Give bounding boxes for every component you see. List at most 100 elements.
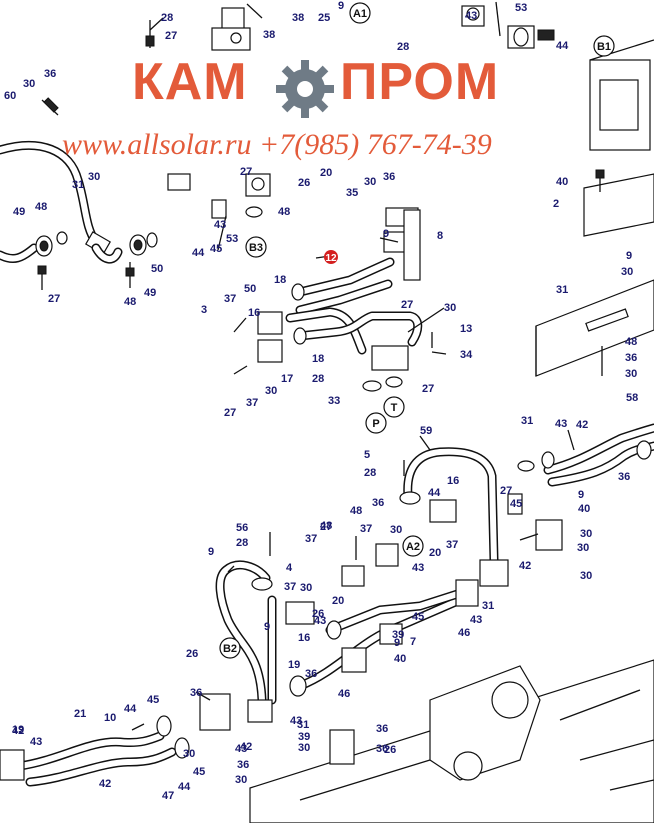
callout-number: 20 [332, 595, 344, 607]
callout-number: 37 [446, 539, 458, 551]
callout-number: 6 [0, 0, 6, 3]
callout-number: 48 [320, 520, 332, 532]
brand-logo-left: КАМ [132, 53, 248, 111]
callout-number: 2 [553, 198, 559, 210]
callout-number: 33 [328, 395, 340, 407]
callout-number: 9 [264, 621, 270, 633]
callout-number: 26 [312, 608, 324, 620]
gear-icon [274, 58, 336, 120]
top-right-valve-assembly [461, 1, 654, 151]
brand-logo-right: ПРОМ [340, 53, 500, 111]
callout-number: 48 [625, 336, 637, 348]
callout-number: 7 [410, 636, 416, 648]
callout-number: 30 [300, 582, 312, 594]
callout-number: 45 [510, 498, 522, 510]
callout-number: 53 [226, 233, 238, 245]
callout-number: 9 [394, 637, 400, 649]
callout-number: 59 [420, 425, 432, 437]
callout-number: 35 [346, 187, 358, 199]
callout-number: 44 [178, 781, 191, 793]
callout-number: 49 [144, 287, 156, 299]
svg-text:T: T [391, 402, 398, 414]
callout-number: 45 [412, 611, 424, 623]
callout-number: 21 [74, 708, 86, 720]
callout-number: 25 [318, 12, 330, 24]
callout-number: 43 [412, 562, 424, 574]
callout-number: 31 [72, 179, 84, 191]
callout-number: 9 [383, 228, 389, 240]
callout-number: 40 [556, 176, 568, 188]
callout-number: 40 [394, 653, 406, 665]
lower-frame-structure [249, 659, 654, 823]
callout-number: 5 [364, 449, 370, 461]
callout-number: 27 [165, 30, 177, 42]
callout-number: 36 [376, 743, 388, 755]
callout-number: 36 [376, 723, 388, 735]
ref-circle-t: T [383, 396, 405, 418]
callout-number: 31 [297, 719, 309, 731]
callout-number: 26 [384, 744, 396, 756]
leader-lines [149, 17, 575, 701]
callout-number: 47 [162, 790, 174, 802]
callout-number: 30 [577, 542, 589, 554]
callout-number: 48 [278, 206, 290, 218]
callout-number: 36 [190, 687, 202, 699]
callout-number: 4 [286, 562, 293, 574]
ref-circle-a2: A2 [402, 535, 424, 557]
callout-number: 30 [23, 78, 35, 90]
svg-text:12: 12 [325, 253, 337, 264]
callout-number: 37 [360, 523, 372, 535]
callout-number: 20 [320, 167, 332, 179]
pipe-4-6-7 [199, 532, 479, 731]
callout-number: 44 [428, 487, 441, 499]
callout-number: 9 [626, 250, 632, 262]
ref-circle-p: P [365, 412, 387, 434]
watermark-website: www.allsolar.ru [62, 128, 252, 161]
callout-number: 43 [465, 10, 477, 22]
callout-number: 26 [186, 648, 198, 660]
callout-number: 37 [284, 581, 296, 593]
svg-text:B3: B3 [249, 242, 263, 254]
svg-text:A1: A1 [353, 8, 367, 20]
callout-number: 30 [390, 524, 402, 536]
callout-number: 44 [192, 247, 205, 259]
callout-number: 3 [201, 304, 207, 316]
svg-text:B1: B1 [597, 41, 611, 53]
callout-number: 37 [246, 397, 258, 409]
hose-middle-left [91, 232, 158, 288]
callout-number: 43 [214, 219, 226, 231]
callout-number: 30 [364, 176, 376, 188]
callout-number: 42 [576, 419, 588, 431]
callout-number: 28 [312, 373, 324, 385]
ref-circle-b2: B2 [219, 637, 241, 659]
callout-number: 53 [515, 2, 527, 14]
callout-number: 45 [193, 766, 205, 778]
highlight-callout-12: 12 [324, 250, 338, 264]
callout-number: 30 [88, 171, 100, 183]
callout-number: 44 [556, 40, 569, 52]
callout-number: 58 [626, 392, 638, 404]
callout-number: 50 [151, 263, 163, 275]
center-top-fittings [167, 173, 271, 251]
callout-number: 27 [500, 485, 512, 497]
callout-number: 30 [580, 570, 592, 582]
callout-number: 28 [161, 12, 173, 24]
frame-beam [535, 169, 654, 377]
callout-number: 42 [240, 741, 252, 753]
callout-number: 28 [236, 537, 248, 549]
callout-number: 28 [397, 41, 409, 53]
hose-58-59 [507, 423, 654, 551]
callout-number: 31 [482, 600, 494, 612]
callout-number: 43 [30, 736, 42, 748]
callout-number: 30 [235, 774, 247, 786]
callout-number: 43 [470, 614, 482, 626]
ref-circle-a1: A1 [349, 2, 371, 24]
callout-number: 34 [460, 349, 473, 361]
callout-number: 30 [444, 302, 456, 314]
callout-number: 36 [383, 171, 395, 183]
callout-number: 48 [350, 505, 362, 517]
callout-number: 42 [12, 725, 24, 737]
pipe-assembly-12-13 [233, 207, 447, 392]
callout-number: 9 [578, 489, 584, 501]
left-fittings [0, 97, 68, 290]
